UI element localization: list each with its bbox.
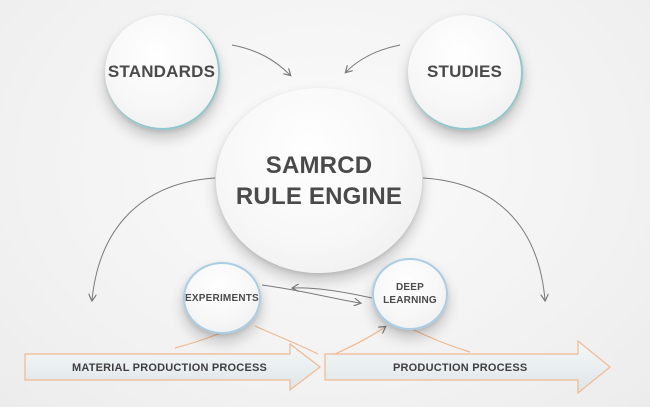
studies-label: STUDIES [426, 61, 503, 81]
studies-to-engine-arrow [346, 44, 401, 72]
engine-right-output-arrow [422, 177, 545, 300]
experiments-node: EXPERIMENTS [183, 262, 261, 334]
standards-to-engine-arrow [231, 44, 290, 75]
engine-left-output-arrow [92, 177, 216, 300]
experiments-to-material-curve [254, 325, 319, 355]
material-process-arrow [24, 342, 321, 392]
production-process-label: PRODUCTION PROCESS [393, 362, 528, 374]
standards-label: STANDARDS [107, 61, 216, 81]
experiments-label: EXPERIMENTS [185, 292, 259, 304]
studies-node: STUDIES [408, 15, 523, 130]
rule-engine-label: SAMRCD RULE ENGINE [235, 151, 403, 210]
deep-learning-to-production-curve [409, 327, 471, 353]
rule-engine-node: SAMRCD RULE ENGINE [216, 88, 422, 273]
experiments-to-deep-learning-arrow [261, 284, 360, 303]
standards-node: STANDARDS [105, 15, 220, 130]
deep-learning-to-experiments-arrow [293, 288, 373, 299]
deep-learning-label: DEEP LEARNING [383, 282, 437, 306]
deep-learning-node: DEEP LEARNING [372, 258, 448, 330]
production-to-deep-learning-curve [334, 327, 385, 355]
production-process-arrow [324, 339, 611, 395]
material-production-process-label: MATERIAL PRODUCTION PROCESS [72, 362, 268, 374]
